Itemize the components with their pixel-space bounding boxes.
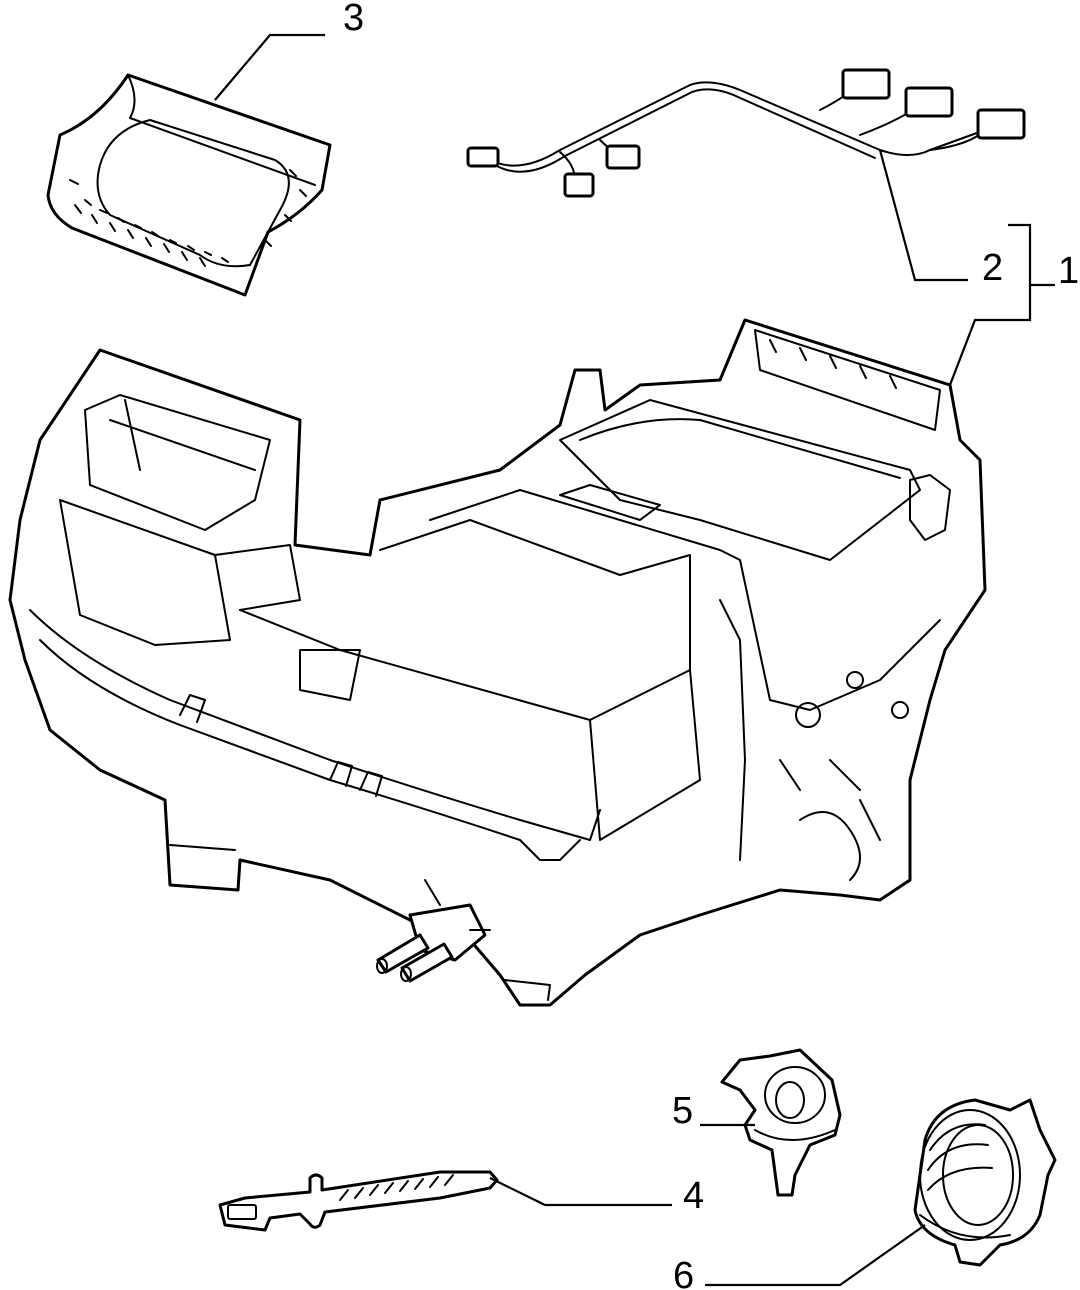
connector	[904, 86, 954, 118]
part-5-clip[interactable]	[720, 1048, 842, 1197]
part-2-wiring-harness[interactable]	[466, 68, 1026, 198]
leader-4	[489, 1177, 672, 1207]
callout-4: 4	[683, 1175, 704, 1217]
leader-2	[878, 149, 968, 282]
callout-2: 2	[982, 247, 1003, 289]
connector	[605, 144, 641, 170]
connector	[841, 68, 891, 100]
connector	[563, 172, 595, 198]
callout-6: 6	[673, 1255, 694, 1290]
part-4-cable-tie[interactable]	[218, 1170, 499, 1232]
leader-3	[214, 33, 325, 101]
leader-6	[705, 1224, 926, 1287]
leader-1-bracket	[948, 223, 1032, 386]
callout-3: 3	[343, 0, 364, 39]
callout-1: 1	[1058, 250, 1079, 292]
part-1-heater-housing[interactable]	[8, 318, 987, 1007]
callout-labels: 3 2 1 4 5 6	[343, 0, 1079, 1290]
callout-5: 5	[672, 1090, 693, 1132]
part-3-filter-panel[interactable]	[46, 73, 332, 297]
connector	[466, 146, 500, 168]
connector	[976, 108, 1026, 140]
part-6-grommet[interactable]	[913, 1098, 1057, 1267]
leader-lines	[214, 33, 1055, 1287]
